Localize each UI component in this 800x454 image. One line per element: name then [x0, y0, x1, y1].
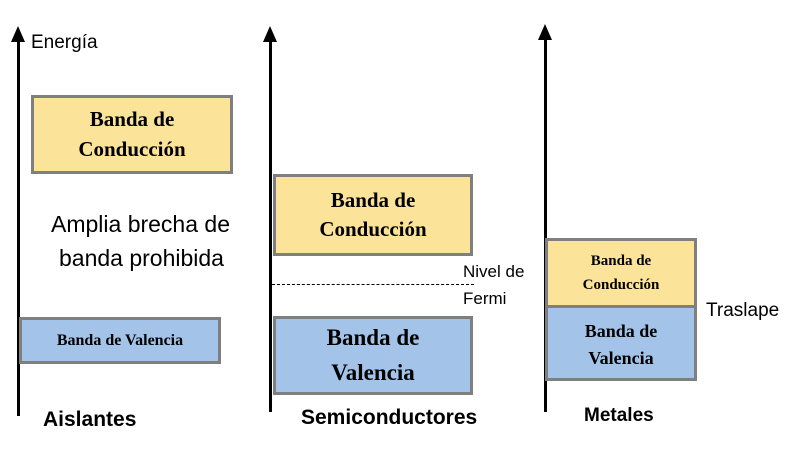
gap-label-line1: Amplia brecha de [51, 211, 230, 237]
axis-line-semiconductors [269, 40, 272, 412]
metal-conduction-band-label: Banda de Conducción [582, 253, 660, 293]
semiconductor-conduction-band: Banda de Conducción [273, 174, 473, 256]
gap-label-line2: banda prohibida [59, 245, 224, 271]
title-insulators: Aislantes [43, 408, 137, 431]
axis-arrow-metals [538, 24, 552, 40]
axis-arrow-semiconductors [263, 26, 277, 42]
title-semiconductors: Semiconductores [301, 406, 478, 429]
fermi-label-line2: Fermi [463, 289, 507, 308]
title-metals: Metales [584, 405, 654, 426]
axis-line-metals [544, 38, 547, 412]
semiconductor-conduction-band-label: Banda de Conducción [319, 187, 427, 241]
semiconductor-valence-band: Banda de Valencia [273, 316, 473, 395]
metal-conduction-band: Banda de Conducción [545, 238, 697, 308]
fermi-level-line [272, 284, 474, 285]
overlap-label: Traslape [706, 300, 780, 321]
metal-valence-band-label: Banda de Valencia [584, 321, 658, 368]
fermi-label-line1: Nivel de [463, 262, 525, 281]
insulator-conduction-band: Banda de Conducción [31, 95, 233, 174]
semiconductor-valence-band-label: Banda de Valencia [326, 325, 420, 385]
axis-arrow-insulators [11, 26, 25, 42]
insulator-conduction-band-label: Banda de Conducción [78, 107, 186, 161]
axis-label-energy: Energía [31, 32, 98, 53]
metal-valence-band: Banda de Valencia [545, 305, 697, 381]
insulator-valence-band: Banda de Valencia [19, 317, 221, 364]
axis-line-insulators [17, 40, 20, 416]
insulator-valence-band-label: Banda de Valencia [56, 331, 184, 349]
